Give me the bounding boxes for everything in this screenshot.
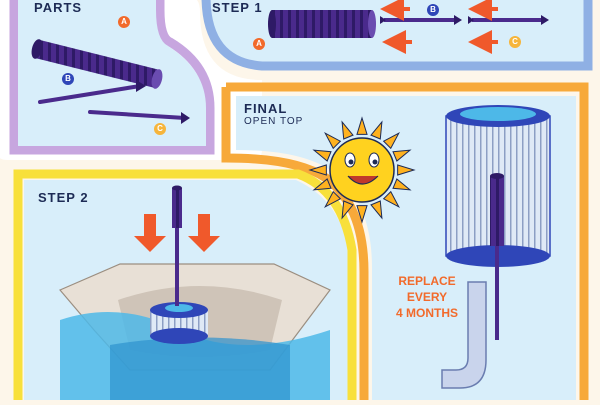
- step1-title: STEP 1: [212, 0, 263, 15]
- step2-title: STEP 2: [38, 190, 89, 205]
- sun-illustration: [308, 116, 416, 224]
- step1-badge-a: A: [253, 38, 265, 50]
- sun-ray: [324, 132, 342, 150]
- sun-ray: [382, 190, 400, 208]
- step2-down-arrows: [134, 214, 220, 252]
- step2-rod: [172, 185, 182, 306]
- sun-ray: [341, 120, 354, 140]
- parts-filter-cartridge-a: [31, 39, 163, 89]
- parts-badge-a: A: [118, 16, 130, 28]
- sun-ray: [392, 149, 412, 162]
- replace-line-3: 4 MONTHS: [395, 306, 458, 320]
- sun-ray: [312, 149, 332, 162]
- final-subtitle: OPEN TOP: [244, 116, 304, 127]
- sun-ray: [312, 178, 332, 191]
- step1-badge-c: C: [509, 36, 521, 48]
- parts-badge-c: C: [154, 123, 166, 135]
- replace-note: REPLACE EVERY 4 MONTHS: [372, 273, 482, 321]
- sun-ray: [356, 205, 368, 224]
- parts-title: PARTS: [34, 0, 83, 15]
- sun-ray: [382, 132, 400, 150]
- step1-push-arrows: [380, 0, 498, 54]
- sun-ray: [324, 190, 342, 208]
- sun-ray: [392, 178, 412, 191]
- parts-rod-b: [38, 80, 146, 104]
- sun-ray: [356, 116, 368, 135]
- step1-filter-cartridge-a: [268, 10, 376, 38]
- replace-line-2: EVERY: [406, 290, 448, 304]
- step1-badge-b: B: [427, 4, 439, 16]
- parts-badge-b: B: [62, 73, 74, 85]
- sun-ray: [370, 200, 383, 220]
- sun-ray: [370, 120, 383, 140]
- sun-ray: [308, 164, 327, 176]
- final-title: FINAL: [244, 101, 288, 116]
- step2-filter-cartridge: [150, 302, 208, 344]
- parts-rod-c: [88, 110, 190, 124]
- final-filter-with-pipe: [441, 105, 551, 389]
- replace-line-1: REPLACE: [398, 274, 456, 288]
- sun-ray: [341, 200, 354, 220]
- sun-ray: [397, 164, 416, 176]
